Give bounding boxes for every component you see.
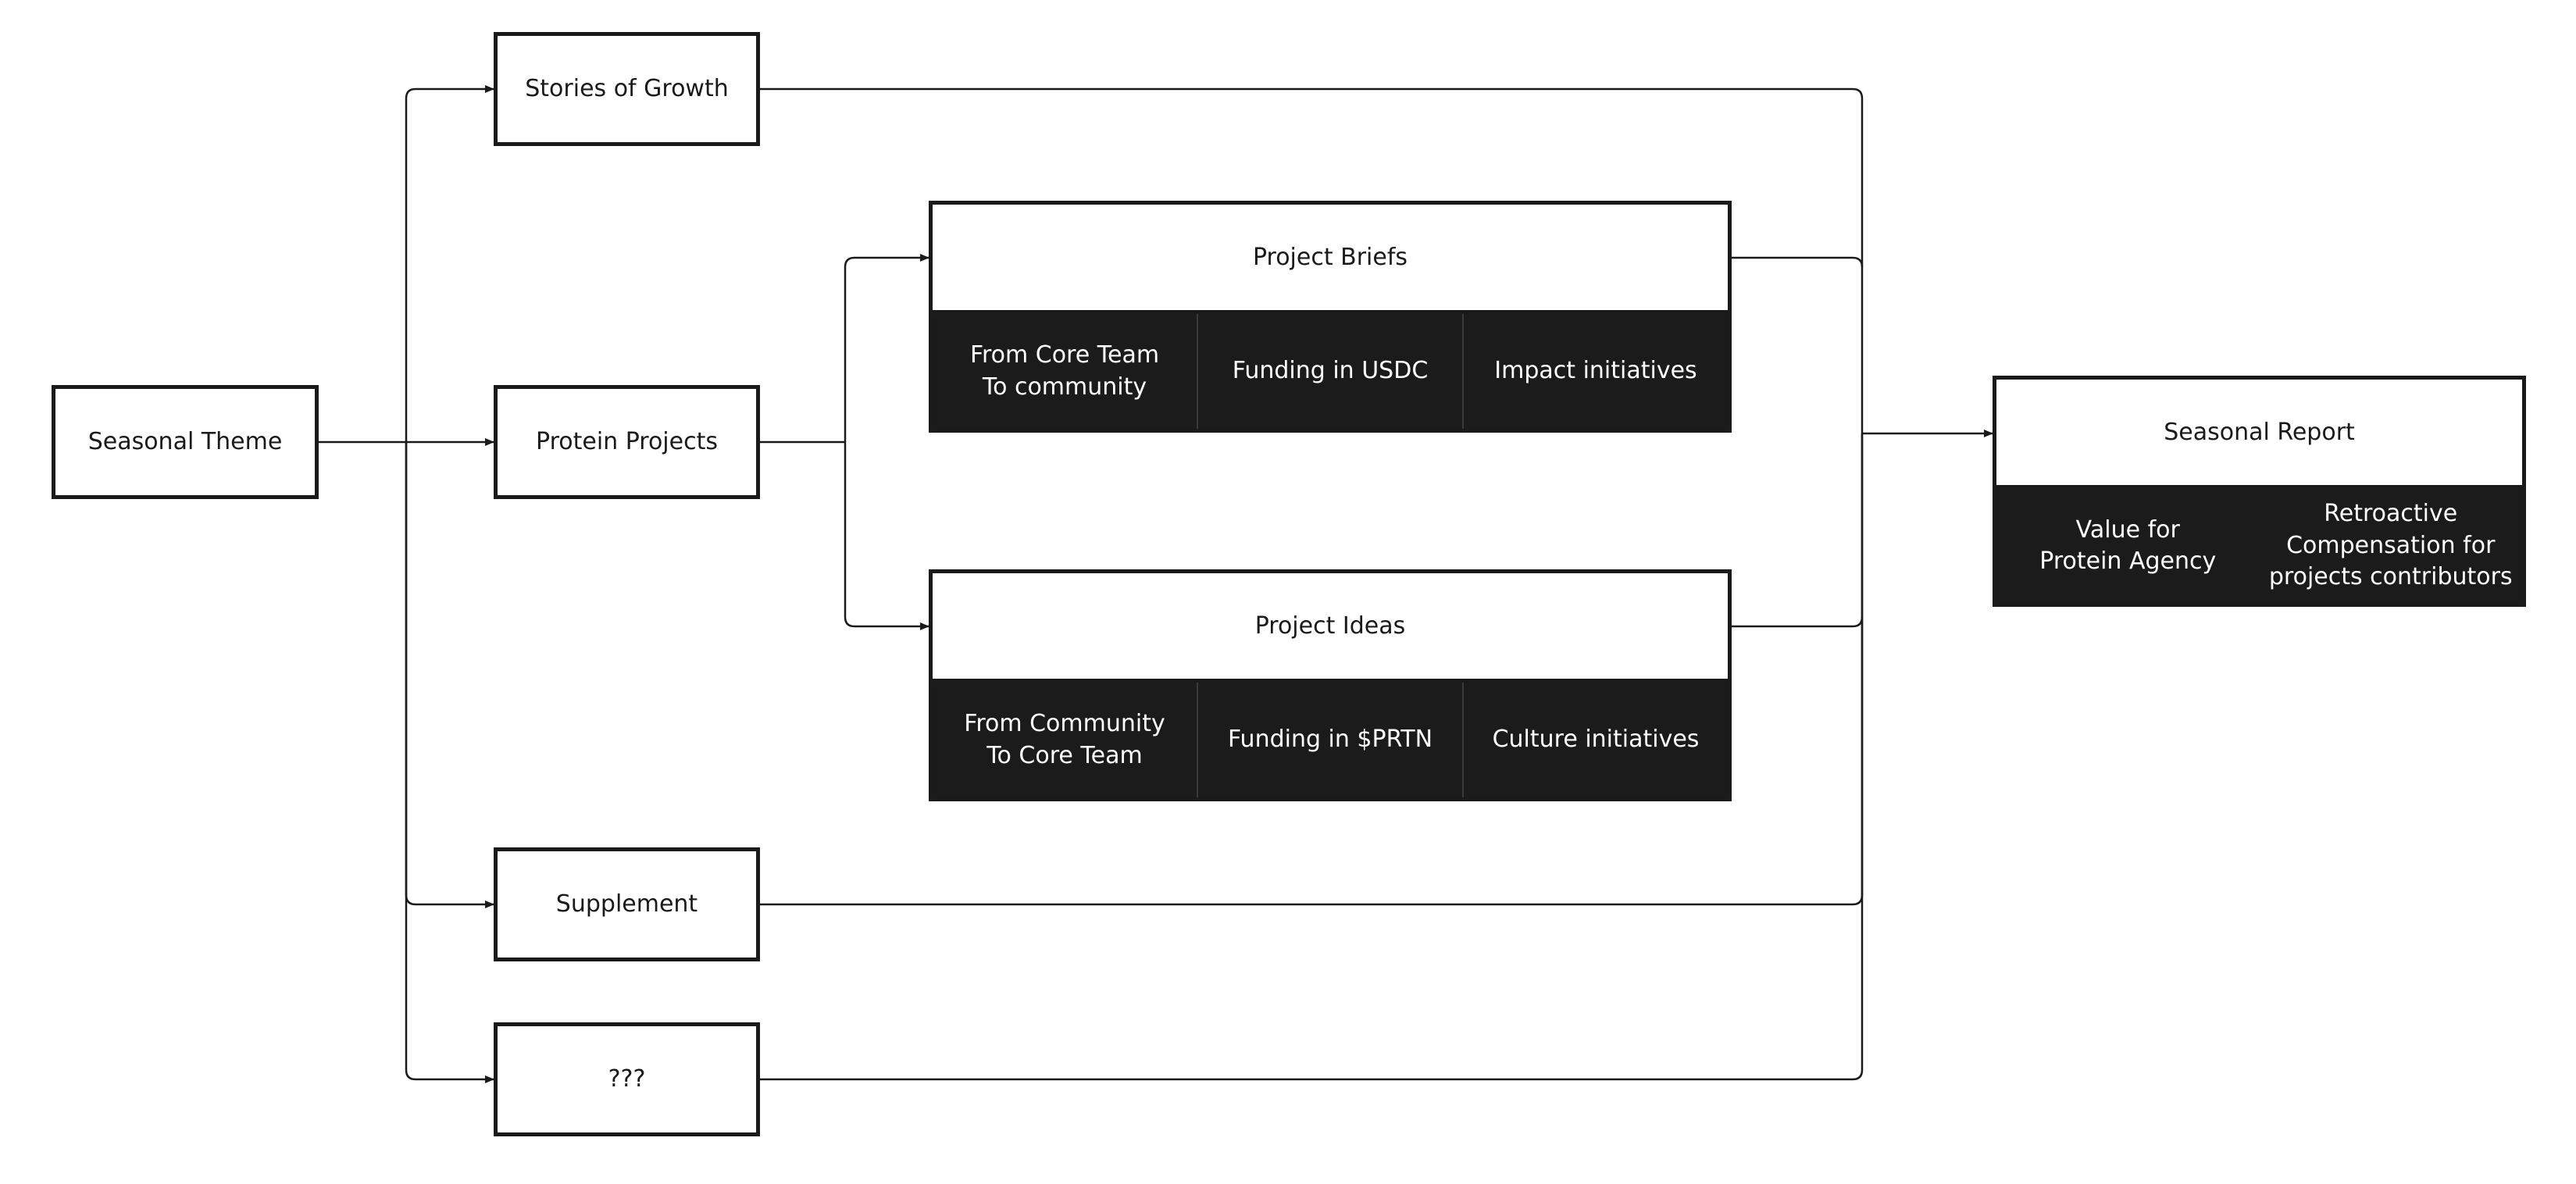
stories-of-growth-node: Stories of Growth — [494, 32, 760, 146]
project-ideas-title: Project Ideas — [933, 573, 1728, 683]
connector-ideas-to-merge — [1732, 616, 1864, 628]
connector-theme-to-supplement — [405, 442, 494, 908]
seasonal-report-cell-value: Value for Protein Agency — [2039, 515, 2217, 576]
stories-of-growth-label: Stories of Growth — [525, 74, 729, 102]
unknown-label: ??? — [608, 1065, 646, 1093]
seasonal-theme-label: Seasonal Theme — [87, 427, 283, 455]
connector-protein-to-briefs — [844, 254, 929, 442]
unknown-node: ??? — [494, 1022, 760, 1136]
seasonal-theme-node: Seasonal Theme — [52, 385, 319, 499]
connector-briefs-to-merge — [1732, 256, 1864, 268]
protein-projects-label: Protein Projects — [536, 427, 718, 455]
project-briefs-card: Project Briefs From Core Team To communi… — [929, 201, 1732, 433]
project-briefs-cell-initiatives: Impact initiatives — [1462, 314, 1728, 429]
seasonal-report-card: Seasonal Report Value for Protein Agency… — [1993, 376, 2526, 607]
project-briefs-cell-funding: Funding in USDC — [1197, 314, 1462, 429]
connector-theme-to-stories — [405, 85, 494, 442]
project-ideas-cell-origin: From Community To Core Team — [964, 710, 1165, 769]
connector-theme-to-unknown — [405, 442, 494, 1083]
supplement-label: Supplement — [555, 890, 698, 918]
connector-protein-to-ideas — [844, 442, 929, 630]
project-briefs-title: Project Briefs — [933, 205, 1728, 314]
seasonal-report-title: Seasonal Report — [1996, 380, 2522, 489]
protein-projects-node: Protein Projects — [494, 385, 760, 499]
project-ideas-cell-funding: Funding in $PRTN — [1197, 683, 1462, 797]
connector-stories-to-merge — [760, 87, 1864, 433]
supplement-node: Supplement — [494, 847, 760, 961]
project-briefs-cell-origin: From Core Team To community — [969, 341, 1160, 401]
project-briefs-cells: From Core Team To community Funding in U… — [933, 314, 1728, 429]
project-ideas-cells: From Community To Core Team Funding in $… — [933, 683, 1728, 797]
project-ideas-cell-initiatives: Culture initiatives — [1462, 683, 1728, 797]
seasonal-report-cell-compensation: Retroactive Compensation for projects co… — [2268, 500, 2513, 591]
seasonal-report-cells: Value for Protein Agency Retroactive Com… — [1996, 489, 2522, 603]
project-ideas-card: Project Ideas From Community To Core Tea… — [929, 569, 1732, 801]
connector-unknown-to-merge — [760, 433, 1864, 1081]
